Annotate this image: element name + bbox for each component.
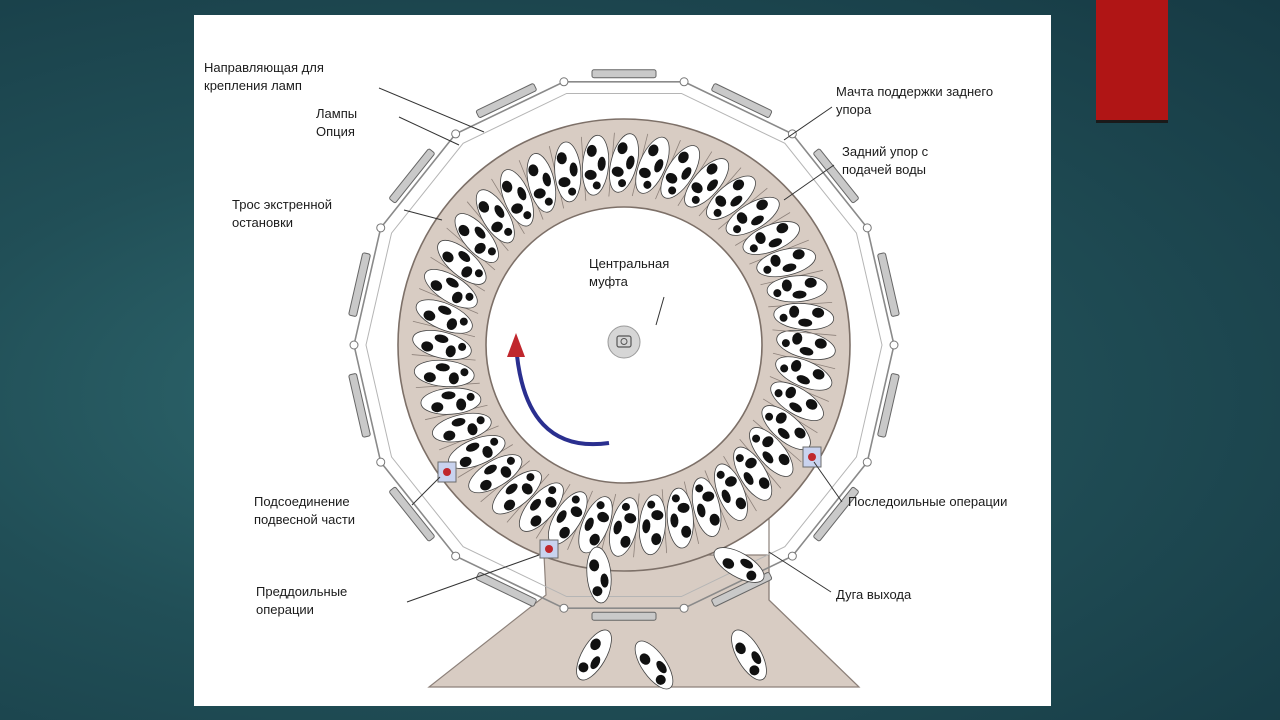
label-hanging-connection: Подсоединение подвесной части [254, 493, 355, 529]
label-exit-arc: Дуга выхода [836, 587, 912, 602]
cow-stall [506, 473, 564, 532]
label-rear-stop-line2: подачей воды [842, 162, 927, 177]
label-hanging-connection-line1: Подсоединение [254, 494, 350, 509]
label-lamps-line2: Опция [316, 124, 355, 139]
exiting-cow [576, 629, 612, 681]
cow-stall [766, 275, 833, 308]
cow-stall [723, 446, 773, 512]
guard-post [376, 457, 386, 467]
label-emergency-cable-line1: Трос экстренной [232, 197, 333, 212]
lamp [389, 486, 435, 542]
label-rear-mast-line1: Мачта поддержки заднего [836, 84, 994, 99]
lamp [711, 83, 773, 118]
lamp [591, 611, 657, 621]
guard-post [787, 551, 797, 561]
label-rear-stop-line1: Задний упор с [842, 144, 929, 159]
cow-stall [411, 354, 476, 388]
guard-post [679, 77, 689, 87]
rotary-parlor-diagram [348, 69, 900, 690]
lamp [591, 69, 657, 79]
cow-stall [437, 227, 496, 285]
exiting-cow [731, 629, 767, 681]
cow-stall [739, 427, 794, 489]
label-emergency-cable: Трос экстренной остановки [232, 196, 332, 232]
label-emergency-cable-line2: остановки [232, 215, 294, 230]
label-central-hub-line1: Центральная [589, 256, 670, 271]
lamp-rail-frame-inner [365, 92, 883, 598]
guard-post [349, 340, 359, 350]
cow-stall [633, 493, 667, 558]
exiting-cow [634, 640, 674, 690]
guard-post [679, 603, 689, 613]
central-hub [607, 325, 641, 359]
label-pre-milking-line1: Преддоильные [256, 584, 348, 599]
label-pre-milking: Преддоильные операции [256, 583, 347, 619]
label-rear-stop: Задний упор с подачей воды [842, 143, 928, 179]
cow-stall [683, 477, 722, 544]
cow-stall [609, 133, 649, 197]
label-central-hub: Центральная муфта [589, 255, 669, 291]
lamp [348, 252, 371, 317]
lamp [475, 572, 537, 607]
hub-icon [616, 335, 632, 348]
lamp [813, 148, 859, 204]
hanging-connection-box-left [437, 461, 457, 483]
lamp [348, 373, 371, 438]
guard-post [559, 603, 569, 613]
pre-milking-box [539, 539, 559, 559]
cow-stall [752, 405, 811, 463]
cow-stall [756, 247, 823, 286]
cow-stall [772, 330, 836, 370]
label-central-hub-line2: муфта [589, 274, 628, 289]
exiting-cow [586, 546, 612, 604]
guard-post [451, 129, 461, 139]
rotation-arrow [514, 344, 610, 447]
lamp [813, 486, 859, 542]
cow-stall [635, 136, 681, 200]
cow-stall [424, 256, 486, 309]
label-pre-milking-line2: операции [256, 602, 314, 617]
hanging-connection-box-right [802, 446, 822, 468]
guard-post [862, 223, 872, 233]
cow-stall [412, 320, 476, 360]
hub-icon-lens [620, 338, 628, 345]
exiting-cow [713, 547, 765, 583]
cow-stall [535, 483, 588, 545]
label-post-milking: Последоильные операции [848, 494, 1008, 509]
label-lamps: Лампы Опция [316, 105, 357, 141]
label-lamp-rail-line1: Направляющая для [204, 60, 324, 75]
cow-stall [415, 382, 482, 415]
cow-stall [526, 146, 565, 213]
cow-stall [725, 196, 791, 246]
guard-post [862, 457, 872, 467]
label-lamp-rail: Направляющая для крепления ламп [204, 59, 324, 95]
cow-stall [772, 302, 837, 336]
rotation-arrow-head [507, 333, 525, 357]
cow-stall [706, 175, 768, 230]
guard-post [451, 551, 461, 561]
lamp [389, 148, 435, 204]
guard-post [889, 340, 899, 350]
label-lamps-line1: Лампы [316, 106, 358, 121]
label-rear-mast: Мачта поддержки заднего упора [836, 83, 993, 119]
cow-stall [581, 132, 615, 197]
lamp [475, 83, 537, 118]
label-lamp-rail-line2: крепления ламп [204, 78, 302, 93]
guard-post [376, 223, 386, 233]
cow-stall [762, 381, 824, 434]
label-rear-mast-line2: упора [836, 102, 872, 117]
cow-stall [554, 136, 587, 203]
cow-stall [415, 288, 479, 334]
guard-post [559, 77, 569, 87]
diagram-panel: Направляющая для крепления ламп Лампы Оп… [194, 15, 1051, 706]
leader-lines [378, 87, 843, 603]
cow-stall [567, 490, 613, 554]
accent-bar [1096, 0, 1168, 123]
cow-stall [661, 487, 694, 554]
label-hanging-connection-line2: подвесной части [254, 512, 356, 527]
cow-stall [684, 158, 742, 217]
lamp [877, 373, 900, 438]
cow-stall [500, 160, 544, 227]
lamp [877, 252, 900, 317]
